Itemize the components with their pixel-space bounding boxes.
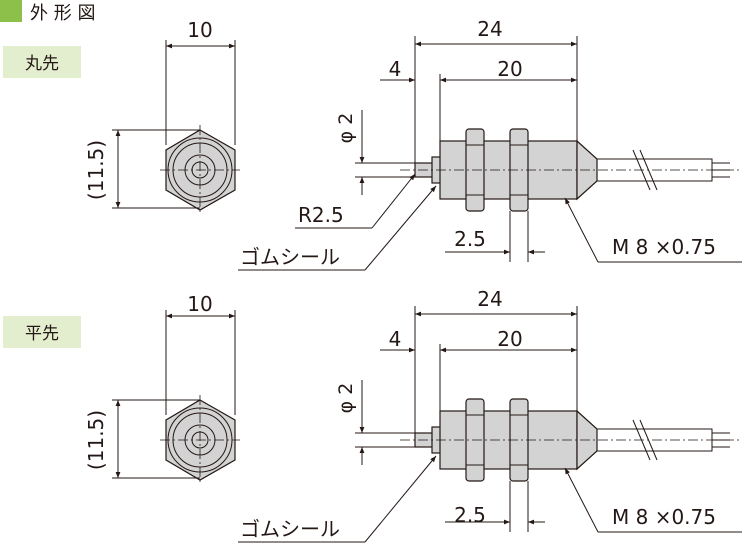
- round-tip-drawing: 丸先 10 (11.5) 24 4 20 φ 2 R2.5 ゴムシール 2.5 …: [3, 17, 742, 271]
- nut-dim: 2.5: [454, 503, 486, 527]
- diameter-dim: φ 2: [335, 113, 357, 144]
- nut-dim: 2.5: [454, 227, 486, 251]
- body-length-dim: 20: [497, 327, 522, 351]
- view-label: 平先: [25, 324, 59, 344]
- diameter-dim: φ 2: [335, 383, 357, 414]
- seal-label: ゴムシール: [240, 245, 340, 269]
- width-dim: 10: [187, 292, 212, 316]
- tip-length-dim: 4: [389, 327, 402, 351]
- page-title: 外 形 図: [30, 3, 95, 24]
- height-dim: (11.5): [84, 410, 108, 470]
- thread-label: M 8 ×0.75: [612, 505, 716, 529]
- height-dim: (11.5): [84, 140, 108, 200]
- total-length-dim: 24: [477, 287, 502, 311]
- flat-tip-drawing: 平先 10 (11.5) 24 4 20 φ 2 ゴムシール 2.5 M 8 ×…: [3, 287, 742, 543]
- view-label-box: [3, 316, 81, 348]
- body-length-dim: 20: [497, 57, 522, 81]
- width-dim: 10: [187, 18, 212, 42]
- radius-label: R2.5: [298, 203, 344, 227]
- thread-label: M 8 ×0.75: [612, 235, 716, 259]
- total-length-dim: 24: [477, 17, 502, 41]
- view-label: 丸先: [25, 54, 59, 74]
- seal-label: ゴムシール: [240, 517, 340, 541]
- tip-length-dim: 4: [389, 57, 402, 81]
- title-marker: [0, 0, 22, 22]
- view-label-box: [3, 46, 81, 78]
